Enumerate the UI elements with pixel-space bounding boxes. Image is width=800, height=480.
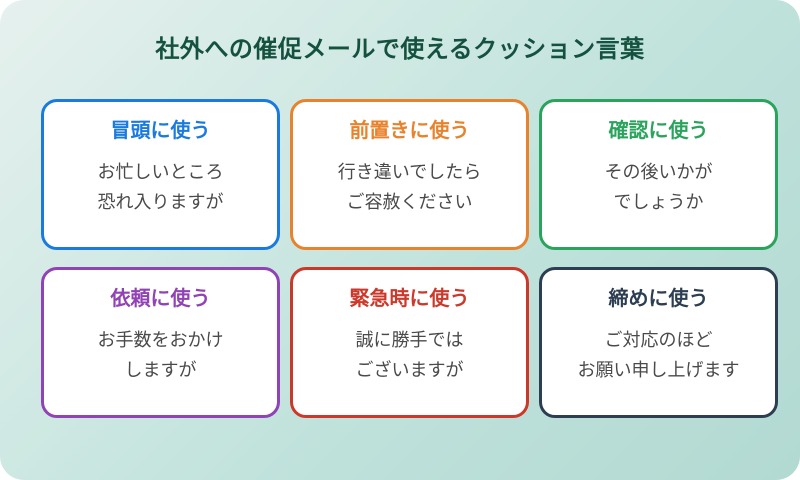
card-closing-title: 締めに使う <box>608 288 709 310</box>
card-confirmation-body: その後いかが でしょうか <box>604 162 713 212</box>
card-urgent-title: 緊急時に使う <box>349 288 470 310</box>
card-confirmation-title: 確認に使う <box>608 120 709 142</box>
card-opening-body: お忙しいところ 恐れ入りますが <box>97 162 224 212</box>
card-confirmation: 確認に使う その後いかが でしょうか <box>539 99 778 250</box>
card-request-body: お手数をおかけ しますが <box>97 330 224 380</box>
card-request-title: 依頼に使う <box>110 288 211 310</box>
card-opening: 冒頭に使う お忙しいところ 恐れ入りますが <box>41 99 280 250</box>
card-closing-body: ご対応のほど お願い申し上げます <box>577 330 740 380</box>
card-grid: 冒頭に使う お忙しいところ 恐れ入りますが 前置きに使う 行き違いでしたら ご容… <box>41 99 778 418</box>
card-urgent-body: 誠に勝手では ございますが <box>355 330 464 380</box>
card-preface-body: 行き違いでしたら ご容赦ください <box>337 162 482 212</box>
card-opening-title: 冒頭に使う <box>110 120 211 142</box>
card-closing: 締めに使う ご対応のほど お願い申し上げます <box>539 267 778 418</box>
card-preface-title: 前置きに使う <box>349 120 470 142</box>
card-urgent: 緊急時に使う 誠に勝手では ございますが <box>290 267 529 418</box>
card-request: 依頼に使う お手数をおかけ しますが <box>41 267 280 418</box>
card-preface: 前置きに使う 行き違いでしたら ご容赦ください <box>290 99 529 250</box>
page-title: 社外への催促メールで使えるクッション言葉 <box>155 36 645 63</box>
